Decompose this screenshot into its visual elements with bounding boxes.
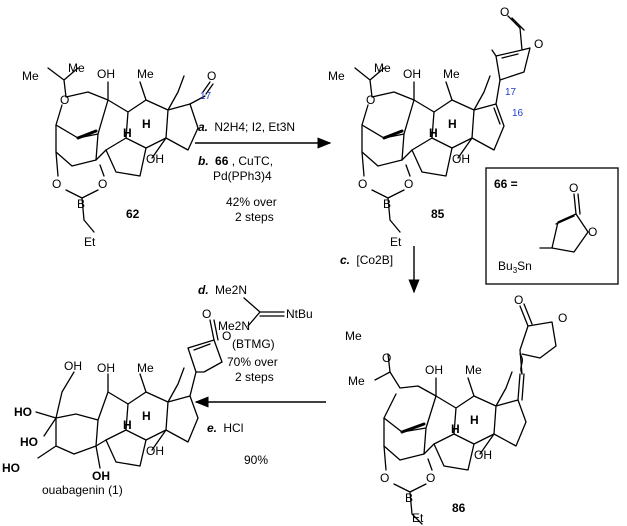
atom-h2: H xyxy=(142,117,151,131)
atom-b: B xyxy=(77,197,85,211)
atom-oh-e: OH xyxy=(146,444,164,458)
atom-o2: O xyxy=(52,177,61,191)
step-b-text: , CuTC, xyxy=(232,154,273,168)
svg-text:d. Me2N: d. Me2N xyxy=(198,283,247,297)
step-d-me2n-top: Me2N xyxy=(215,283,247,297)
atom-h2: H xyxy=(142,409,151,423)
atom-me2: Me xyxy=(328,69,345,83)
reagent-66-box: 66 = O O Bu3Sn xyxy=(485,167,619,285)
step-d-me2n-bot: Me2N xyxy=(218,319,250,333)
conditions-de: d. Me2N NtBu Me2N (BTMG) 70% over 2 step… xyxy=(198,283,313,467)
atom-c17: 17 xyxy=(200,91,212,102)
compound-label-86: 86 xyxy=(452,501,466,515)
atom-oh1: OH xyxy=(97,67,115,81)
atom-me2: Me xyxy=(22,69,39,83)
atom-ho-b: HO xyxy=(20,435,38,449)
atom-me2: Me xyxy=(345,329,362,343)
atom-et: Et xyxy=(390,235,402,249)
step-e-text: HCl xyxy=(223,421,243,435)
atom-oh2: OH xyxy=(474,448,492,462)
atom-oh2: OH xyxy=(452,152,470,166)
conditions-ab: a. N2H4; I2, Et3N b. 66 , CuTC, Pd(PPh3)… xyxy=(198,120,295,224)
atom-c16: 16 xyxy=(512,108,524,119)
step-c-letter: c. xyxy=(340,253,350,267)
step-d-letter: d. xyxy=(198,283,209,297)
atom-me3: Me xyxy=(137,67,154,81)
compound-62: Me Me O OH Me O 17 H H OH O O B Et 62 xyxy=(22,61,216,249)
step-e-yield: 90% xyxy=(244,453,268,467)
atom-o1: O xyxy=(366,93,375,107)
step-d-name: (BTMG) xyxy=(232,337,275,351)
atom-b: B xyxy=(383,197,391,211)
atom-oring: O xyxy=(558,311,567,325)
step-a-letter: a. xyxy=(198,120,208,134)
atom-h1: H xyxy=(123,418,132,432)
atom-oring: O xyxy=(222,329,231,343)
step-b-line2: Pd(PPh3)4 xyxy=(213,169,272,183)
atom-me: Me xyxy=(137,361,154,375)
atom-me3: Me xyxy=(443,67,460,81)
atom-o3: O xyxy=(98,177,107,191)
atom-oh1: OH xyxy=(425,363,443,377)
yield-ab-line1: 42% over xyxy=(226,195,277,209)
atom-o3: O xyxy=(404,177,413,191)
atom-oc: O xyxy=(202,307,211,321)
atom-h2: H xyxy=(470,413,479,427)
atom-c17: 17 xyxy=(505,87,517,98)
step-b-letter: b. xyxy=(198,154,209,168)
step-e-letter: e. xyxy=(207,421,217,435)
conditions-c: c. [Co2B] xyxy=(340,253,393,267)
reagent-66-oring: O xyxy=(588,225,597,239)
atom-me1: Me xyxy=(68,61,85,75)
atom-ho-c: HO xyxy=(2,461,20,475)
svg-text:a. N2H4; I2, Et3N: a. N2H4; I2, Et3N xyxy=(198,120,295,134)
compound-86: Me Me O OH Me O O H H OH O O B Et 86 xyxy=(345,293,567,525)
atom-oh-top: OH xyxy=(64,359,82,373)
atom-o1: O xyxy=(60,93,69,107)
atom-oring: O xyxy=(534,37,543,51)
step-d-ntbu: NtBu xyxy=(286,307,313,321)
atom-b: B xyxy=(405,491,413,505)
atom-oh-bottom: OH xyxy=(92,469,110,483)
reagent-66-oc: O xyxy=(569,181,578,195)
compound-85: Me Me O OH Me 17 16 O O H H OH O O B Et … xyxy=(328,5,543,249)
atom-oh-d: OH xyxy=(97,361,115,375)
atom-h1: H xyxy=(123,126,132,140)
step-b-num: 66 xyxy=(215,154,229,168)
atom-o2: O xyxy=(380,471,389,485)
atom-h2: H xyxy=(448,117,457,131)
atom-o1: O xyxy=(382,351,391,365)
compound-label-85: 85 xyxy=(431,207,445,221)
atom-o5: O xyxy=(207,69,216,83)
step-a-text: N2H4; I2, Et3N xyxy=(214,120,295,134)
atom-oc: O xyxy=(514,293,523,307)
atom-oc: O xyxy=(500,5,509,19)
svg-text:b. 66 , CuTC,: b. 66 , CuTC, xyxy=(198,154,273,168)
reagent-66-label: 66 = xyxy=(494,177,518,191)
atom-me3: Me xyxy=(465,363,482,377)
reagent-66-sn: Bu3Sn xyxy=(498,259,532,275)
atom-h1: H xyxy=(429,126,438,140)
step-d-yield1: 70% over xyxy=(227,355,278,369)
step-c-text: [Co2B] xyxy=(356,253,393,267)
svg-text:e. HCl: e. HCl xyxy=(207,421,243,435)
step-d-yield2: 2 steps xyxy=(235,370,274,384)
atom-oh2: OH xyxy=(146,152,164,166)
atom-h1: H xyxy=(451,422,460,436)
atom-ho-a: HO xyxy=(14,405,32,419)
atom-me1: Me xyxy=(348,374,365,388)
compound-label-1: ouabagenin (1) xyxy=(42,483,123,497)
atom-et: Et xyxy=(412,511,424,525)
compound-1-ouabagenin: O O OH OH Me HO HO HO H H OH OH ouabagen… xyxy=(2,307,231,497)
yield-ab-line2: 2 steps xyxy=(235,210,274,224)
atom-o2: O xyxy=(358,177,367,191)
atom-oh1: OH xyxy=(403,67,421,81)
atom-o3: O xyxy=(426,471,435,485)
atom-et: Et xyxy=(84,235,96,249)
compound-label-62: 62 xyxy=(126,207,140,221)
atom-me1: Me xyxy=(374,61,391,75)
